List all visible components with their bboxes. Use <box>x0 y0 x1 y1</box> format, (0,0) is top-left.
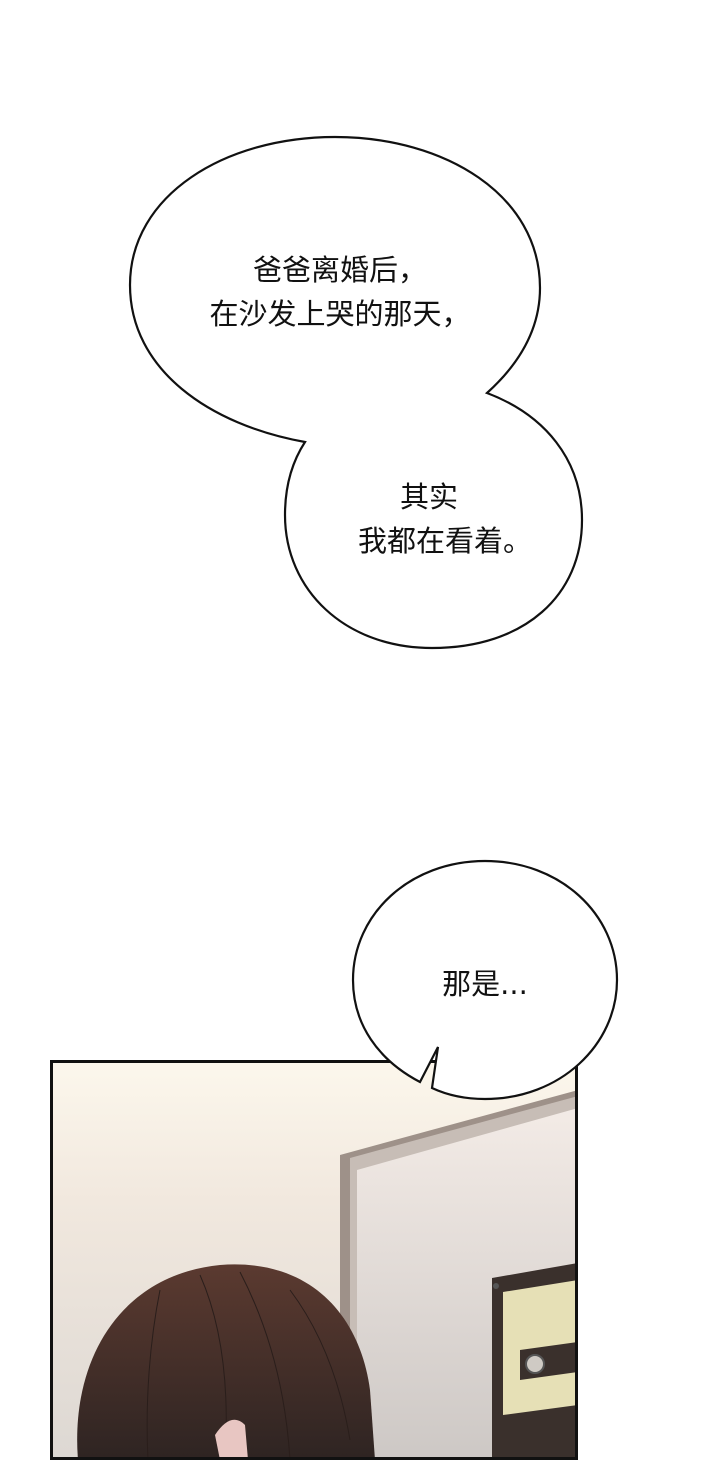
bubble-3-line-1: 那是... <box>442 967 528 1001</box>
bubble-1-text: 爸爸离婚后， 在沙发上哭的那天， <box>170 248 510 336</box>
cassette-tape <box>492 1263 575 1457</box>
bubble-2-line-1: 其实 <box>399 480 458 514</box>
bubble-3-text: 那是... <box>400 962 570 1006</box>
comic-panel <box>50 1060 578 1460</box>
bubble-1-line-1: 爸爸离婚后， <box>252 253 427 287</box>
bubble-1-line-2: 在沙发上哭的那天， <box>209 297 471 331</box>
speech-bubble-1-2 <box>128 135 584 650</box>
bubble-2-text: 其实 我都在看着。 <box>320 475 570 563</box>
bubble-2-line-2: 我都在看着。 <box>357 524 532 558</box>
panel-artwork <box>77 1090 575 1457</box>
speech-bubble-3 <box>351 859 619 1101</box>
